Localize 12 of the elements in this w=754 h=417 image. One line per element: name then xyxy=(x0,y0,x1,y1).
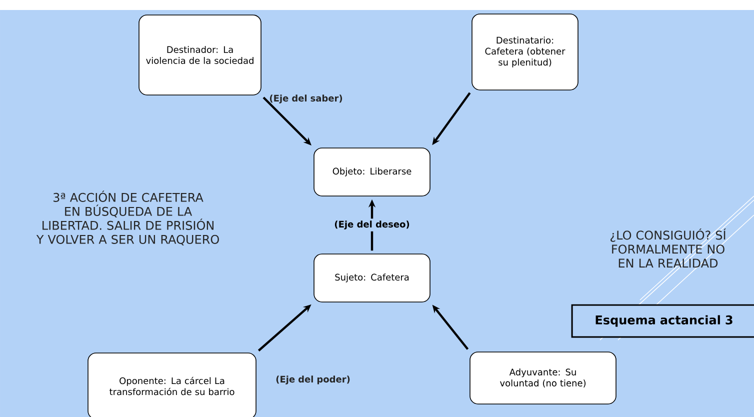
actant-box: Sujeto: Cafetera xyxy=(314,254,430,302)
title-box: Esquema actancial 3 xyxy=(571,304,754,338)
actant-box: Objeto: Liberarse xyxy=(314,148,430,196)
axis-label: (Eje del saber) xyxy=(270,94,342,104)
actant-box: Destinador: La violencia de la sociedad xyxy=(138,14,262,96)
note-text: ¿LO CONSIGUIÓ? SÍ FORMALMENTE NO EN LA REALIDAD xyxy=(610,228,726,268)
actant-box: Oponente: La cárcel La transformación de su barrio xyxy=(88,352,256,417)
edge-label: (Eje del deseo) xyxy=(332,218,412,232)
actant-box: Adyuvante: Su voluntad (no tiene) xyxy=(470,352,616,404)
axis-label: (Eje del poder) xyxy=(276,376,350,384)
note-text: 3ª ACCIÓN DE CAFETERA EN BÚSQUEDA DE LA LIBERTAD. SALIR DE PRISIÓN Y VOLVER A SER UN RAQUERO xyxy=(36,190,219,246)
actant-box: Destinatario: Cafetera (obtener su plenitud) xyxy=(472,14,578,90)
